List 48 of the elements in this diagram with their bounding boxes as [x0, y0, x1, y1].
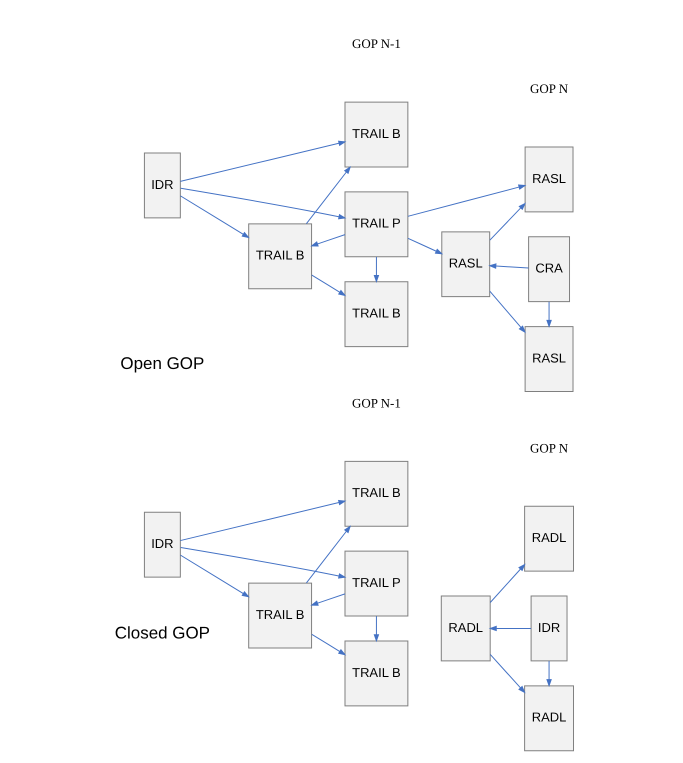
arrow — [488, 626, 532, 632]
arrow — [179, 140, 346, 182]
arrow — [373, 616, 379, 642]
node-box: TRAIL P — [344, 550, 408, 616]
arrow — [489, 654, 526, 694]
node-box: RADL — [440, 596, 490, 662]
arrow — [546, 660, 552, 688]
arrow — [373, 256, 379, 284]
label: GOP N — [530, 440, 568, 456]
node-box: TRAIL B — [248, 223, 312, 290]
arrow — [305, 166, 351, 224]
node-box: IDR — [530, 596, 568, 662]
node-box: TRAIL B — [344, 460, 408, 527]
arrow — [180, 547, 346, 579]
node-box: TRAIL B — [248, 582, 312, 648]
label: GOP N-1 — [351, 36, 400, 52]
arrow — [310, 634, 346, 656]
arrow — [406, 184, 526, 217]
node-box: TRAIL B — [344, 281, 408, 348]
arrow — [179, 554, 250, 598]
label: GOP N — [530, 81, 568, 96]
arrow — [488, 290, 526, 334]
arrow — [546, 301, 552, 328]
label: Open GOP — [120, 354, 204, 374]
arrow — [488, 202, 526, 241]
node-box: IDR — [143, 512, 180, 578]
arrow — [310, 274, 346, 296]
arrow — [179, 195, 250, 238]
node-box: TRAIL B — [344, 102, 408, 168]
label: Closed GOP — [114, 624, 210, 643]
arrow — [406, 238, 443, 254]
node-box: TRAIL P — [344, 191, 408, 258]
arrow — [180, 188, 346, 220]
arrow — [489, 563, 526, 603]
node-box: RADL — [524, 685, 574, 752]
arrow — [310, 593, 345, 606]
node-box: TRAIL B — [344, 640, 408, 706]
node-box: CRA — [528, 236, 570, 302]
arrow — [310, 234, 345, 246]
node-box: RASL — [440, 231, 490, 298]
node-box: IDR — [143, 152, 180, 218]
label: GOP N-1 — [351, 395, 400, 410]
node-box: RASL — [524, 146, 574, 212]
node-box: RASL — [524, 326, 574, 392]
arrow — [179, 500, 346, 542]
arrow — [488, 263, 528, 269]
arrow — [305, 525, 351, 584]
node-box: RADL — [524, 506, 574, 572]
